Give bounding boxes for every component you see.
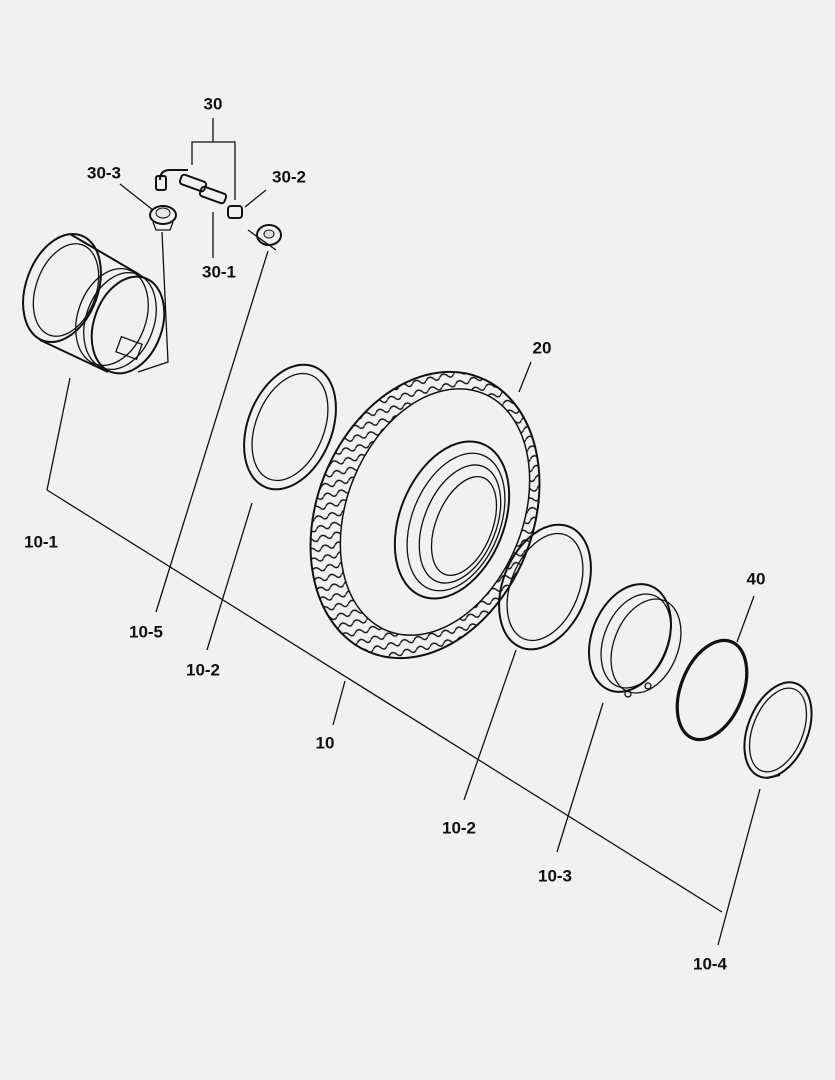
callout-20: 20 (532, 338, 552, 358)
callout-30-1: 30-1 (201, 262, 237, 282)
leader-line-30-2 (244, 189, 267, 208)
callout-10-3: 10-3 (537, 866, 573, 886)
callout-40: 40 (746, 569, 766, 589)
callout-10: 10 (315, 733, 335, 753)
wheel-rim-icon (22, 232, 166, 375)
leader-line-20 (518, 361, 532, 393)
leader-line-10-4 (717, 788, 761, 946)
leader-line-30-2-ext (247, 229, 277, 251)
flange-ring-icon (243, 363, 337, 491)
callout-30: 30 (203, 94, 223, 114)
callout-30-2: 30-2 (271, 167, 307, 187)
callout-10-2-upper: 10-2 (185, 660, 221, 680)
leader-line-10-5 (155, 250, 269, 613)
valve-stem-leader (137, 231, 169, 373)
valve-assembly-icon (149, 169, 282, 246)
leader-line-10-3 (556, 702, 604, 853)
leader-line-10 (332, 680, 346, 726)
callout-30-3: 30-3 (86, 163, 122, 183)
leader-line-10-1 (46, 377, 71, 491)
callout-10-1: 10-1 (23, 532, 59, 552)
callout-10-5: 10-5 (128, 622, 164, 642)
callout-10-4: 10-4 (692, 954, 728, 974)
callout-10-2-lower: 10-2 (441, 818, 477, 838)
leader-line-10-2a (206, 502, 253, 651)
flange-ring-icon (498, 523, 592, 651)
bead-seat-band-icon (587, 583, 682, 698)
leader-line-30-3 (119, 183, 154, 211)
o-ring-icon (675, 638, 749, 742)
tire-icon (309, 370, 541, 660)
leader-line-10-2b (463, 649, 517, 801)
leader-lines (46, 118, 761, 946)
leader-line-10-bar (46, 489, 723, 913)
leader-line-40 (736, 595, 755, 643)
lock-ring-icon (743, 681, 813, 779)
